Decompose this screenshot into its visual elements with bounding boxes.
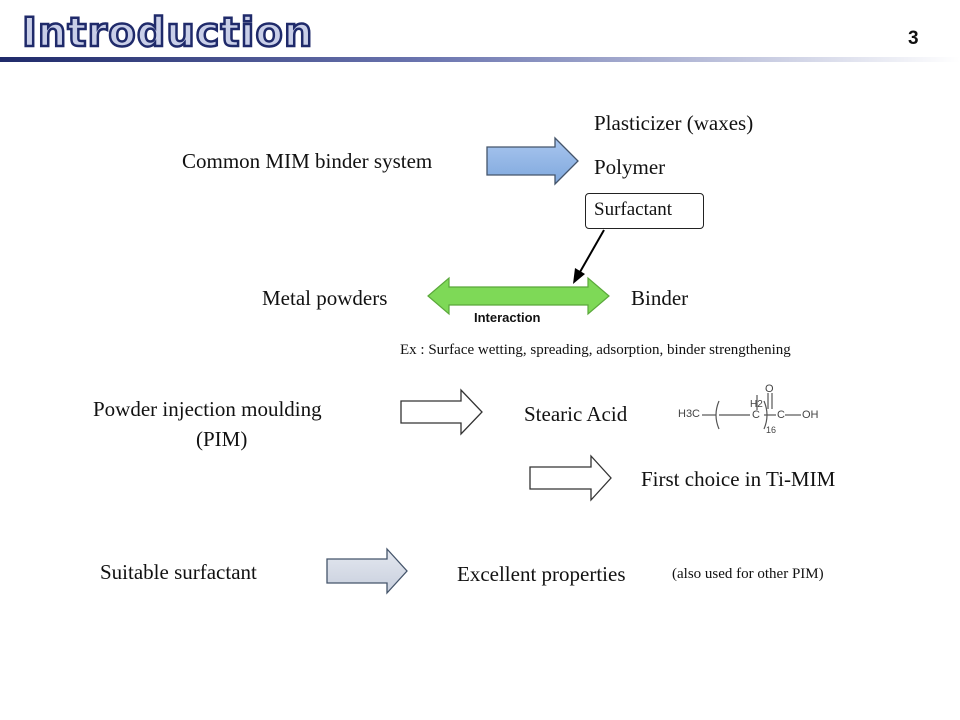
surfactant-pointer-head: [573, 268, 585, 284]
title-underline: [0, 57, 960, 62]
binder-system-label: Common MIM binder system: [182, 149, 433, 173]
stearic-arrow: [529, 454, 612, 502]
formula-c-carbonyl: C: [777, 409, 785, 421]
binder-label: Binder: [631, 286, 689, 310]
formula-h3c: H3C: [678, 408, 701, 420]
surfactant-pointer: [579, 229, 605, 273]
surfactant-highlight-box: [585, 193, 704, 229]
formula-h2: H2: [750, 399, 763, 410]
suitable-surfactant-label: Suitable surfactant: [100, 560, 257, 584]
formula-c-chain: C: [752, 409, 760, 421]
slide-title: Introduction: [21, 9, 314, 58]
pim-label-line1: Powder injection moulding: [93, 397, 322, 421]
ti-mim-note: First choice in Ti-MIM: [641, 467, 836, 491]
binder-arrow: [486, 136, 579, 186]
other-pim-note: (also used for other PIM): [672, 566, 824, 582]
excellent-properties-label: Excellent properties: [457, 562, 626, 586]
component-surfactant: Surfactant: [594, 199, 673, 220]
formula-subscript: 16: [766, 425, 777, 435]
pim-arrow: [400, 388, 483, 436]
pim-label-line2: (PIM): [196, 427, 248, 451]
formula-o: O: [765, 383, 774, 395]
component-polymer: Polymer: [594, 155, 666, 179]
stearic-acid-label: Stearic Acid: [524, 402, 628, 426]
metal-powders-label: Metal powders: [262, 286, 388, 310]
component-plasticizer: Plasticizer (waxes): [594, 111, 754, 135]
page-number: 3: [908, 28, 919, 49]
interaction-example: Ex : Surface wetting, spreading, adsorpt…: [400, 342, 791, 358]
formula-oh: OH: [802, 409, 819, 421]
interaction-label: Interaction: [474, 310, 541, 325]
stearic-acid-structure: [702, 393, 801, 430]
interaction-arrow: [427, 276, 610, 316]
surfactant-arrow: [326, 547, 408, 595]
